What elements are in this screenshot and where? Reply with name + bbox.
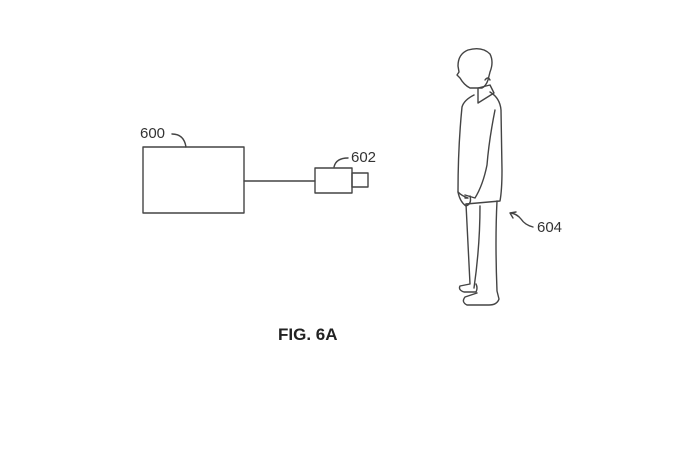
figure-caption: FIG. 6A	[278, 325, 338, 344]
label-604: 604	[537, 219, 563, 236]
label-600: 600	[140, 125, 166, 142]
camera-lens	[351, 172, 369, 188]
device-box-600	[142, 146, 245, 214]
leader-602	[333, 157, 349, 168]
label-602: 602	[351, 149, 377, 166]
leader-600	[171, 133, 187, 148]
camera-body-602	[314, 167, 353, 194]
person-figure-604	[456, 47, 503, 306]
arrowhead-604	[509, 211, 517, 219]
arrow-604	[510, 212, 534, 228]
